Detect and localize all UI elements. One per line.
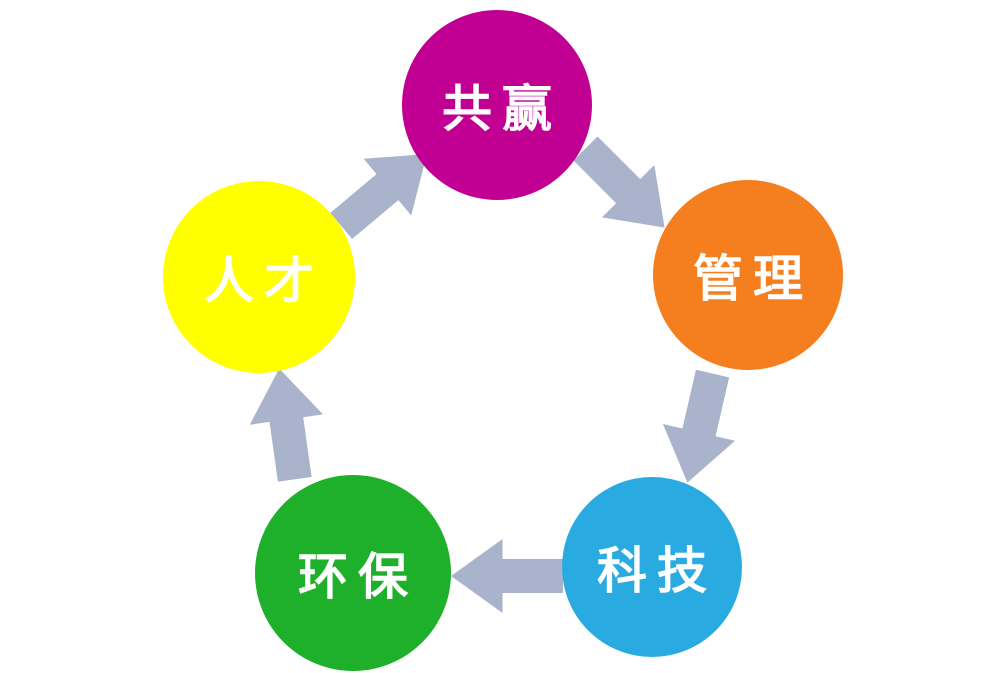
node-winwin: 共赢 <box>402 10 592 200</box>
arrow-management-to-technology <box>651 365 748 491</box>
node-management: 管理 <box>653 180 843 370</box>
node-management-label: 管理 <box>693 249 813 308</box>
node-talent-label: 人才 <box>204 251 324 310</box>
node-technology-label: 科技 <box>597 541 717 600</box>
node-environment-label: 环保 <box>298 547 418 606</box>
arrow-environment-to-talent <box>243 363 332 484</box>
arrow-technology-to-environment <box>451 539 563 613</box>
node-technology: 科技 <box>562 477 742 657</box>
node-environment: 环保 <box>255 475 451 671</box>
node-talent: 人才 <box>163 181 355 373</box>
node-winwin-label: 共赢 <box>442 79 562 138</box>
